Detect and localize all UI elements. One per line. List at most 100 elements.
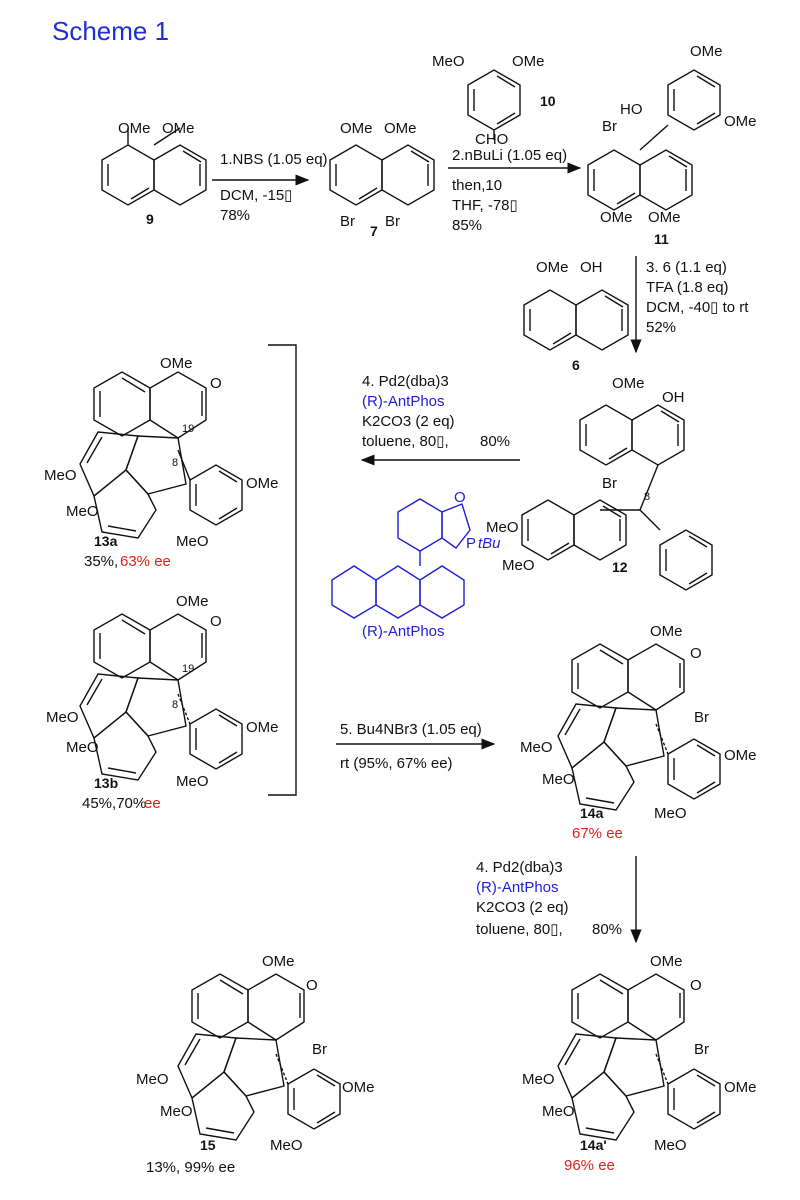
svg-text:OMe: OMe <box>340 120 373 137</box>
svg-text:toluene, 80▯,: toluene, 80▯, <box>362 433 449 450</box>
svg-text:HO: HO <box>620 101 643 118</box>
svg-text:1.NBS (1.05 eq): 1.NBS (1.05 eq) <box>220 151 328 168</box>
svg-text:3. 6 (1.1 eq): 3. 6 (1.1 eq) <box>646 259 727 276</box>
svg-text:DCM, -15▯: DCM, -15▯ <box>220 187 292 204</box>
compound-label-12: 12 <box>612 559 628 575</box>
svg-text:tBu: tBu <box>478 535 501 552</box>
compound-label-11: 11 <box>654 231 669 247</box>
step-4b-conditions: 4. Pd2(dba)3 (R)-AntPhos K2CO3 (2 eq) to… <box>476 859 622 938</box>
step-3-conditions: 3. 6 (1.1 eq) TFA (1.8 eq) DCM, -40▯ to … <box>646 259 749 336</box>
svg-text:MeO: MeO <box>176 773 209 790</box>
svg-text:MeO: MeO <box>46 709 79 726</box>
svg-text:Br: Br <box>602 475 617 492</box>
svg-text:OMe: OMe <box>342 1079 375 1096</box>
svg-text:67% ee: 67% ee <box>572 825 623 842</box>
svg-text:CHO: CHO <box>475 131 508 148</box>
compound-label-13b: 13b <box>94 775 118 791</box>
svg-text:O: O <box>306 977 318 994</box>
compound-13a: OMe O 19 8 MeO MeO OMe MeO 13a 35%, 63% … <box>44 355 279 570</box>
svg-text:Br: Br <box>694 709 709 726</box>
scheme-title: Scheme 1 <box>52 16 169 46</box>
step-4-conditions: 4. Pd2(dba)3 (R)-AntPhos K2CO3 (2 eq) to… <box>362 373 510 450</box>
svg-text:OMe: OMe <box>262 953 295 970</box>
svg-text:35%,: 35%, <box>84 553 118 570</box>
svg-text:8: 8 <box>644 491 650 503</box>
svg-text:O: O <box>690 977 702 994</box>
compound-13b: OMe O 19 8 MeO MeO OMe MeO 13b 45%,70% e… <box>46 593 279 812</box>
svg-text:rt (95%, 67% ee): rt (95%, 67% ee) <box>340 755 453 772</box>
svg-text:8: 8 <box>172 457 178 469</box>
svg-text:OMe: OMe <box>384 120 417 137</box>
svg-text:MeO: MeO <box>136 1071 169 1088</box>
svg-text:then,10: then,10 <box>452 177 502 194</box>
compound-label-14a-prime: 14a' <box>580 1137 607 1153</box>
svg-text:OMe: OMe <box>162 120 195 137</box>
svg-text:19: 19 <box>182 423 194 435</box>
svg-text:45%,70%: 45%,70% <box>82 795 146 812</box>
svg-text:MeO: MeO <box>522 1071 555 1088</box>
svg-text:OMe: OMe <box>246 719 279 736</box>
svg-text:K2CO3 (2 eq): K2CO3 (2 eq) <box>362 413 455 430</box>
svg-text:MeO: MeO <box>270 1137 303 1154</box>
svg-text:MeO: MeO <box>654 1137 687 1154</box>
svg-text:Br: Br <box>602 118 617 135</box>
svg-text:85%: 85% <box>452 217 482 234</box>
svg-text:MeO: MeO <box>44 467 77 484</box>
compound-label-10: 10 <box>540 93 556 109</box>
svg-text:MeO: MeO <box>486 519 519 536</box>
svg-text:OMe: OMe <box>690 43 723 60</box>
compound-label-9: 9 <box>146 211 154 227</box>
svg-text:toluene, 80▯,: toluene, 80▯, <box>476 921 563 938</box>
svg-text:5. Bu4NBr3 (1.05 eq): 5. Bu4NBr3 (1.05 eq) <box>340 721 482 738</box>
svg-text:OMe: OMe <box>512 53 545 70</box>
svg-text:Br: Br <box>385 213 400 230</box>
antphos-ligand: O P tBu (R)-AntPhos <box>331 489 501 640</box>
svg-text:MeO: MeO <box>542 771 575 788</box>
svg-text:2.nBuLi (1.05 eq): 2.nBuLi (1.05 eq) <box>452 147 567 164</box>
svg-text:Br: Br <box>312 1041 327 1058</box>
svg-text:K2CO3 (2 eq): K2CO3 (2 eq) <box>476 899 569 916</box>
svg-text:4. Pd2(dba)3: 4. Pd2(dba)3 <box>476 859 563 876</box>
svg-text:OMe: OMe <box>650 623 683 640</box>
compound-label-7: 7 <box>370 223 378 239</box>
svg-text:OMe: OMe <box>650 953 683 970</box>
svg-text:DCM, -40▯ to rt: DCM, -40▯ to rt <box>646 299 749 316</box>
svg-text:O: O <box>210 613 222 630</box>
svg-text:4. Pd2(dba)3: 4. Pd2(dba)3 <box>362 373 449 390</box>
svg-text:96% ee: 96% ee <box>564 1157 615 1174</box>
svg-text:MeO: MeO <box>66 503 99 520</box>
compound-15: OMe O Br MeO MeO OMe MeO 15 13%, 99% ee <box>136 953 375 1176</box>
svg-text:MeO: MeO <box>542 1103 575 1120</box>
svg-text:MeO: MeO <box>654 805 687 822</box>
svg-text:13%, 99% ee: 13%, 99% ee <box>146 1159 235 1176</box>
svg-text:OMe: OMe <box>160 355 193 372</box>
svg-text:OMe: OMe <box>648 209 681 226</box>
compound-14a: OMe O Br MeO MeO OMe MeO 14a 67% ee <box>520 623 757 842</box>
svg-text:78%: 78% <box>220 207 250 224</box>
svg-text:OMe: OMe <box>118 120 151 137</box>
svg-text:MeO: MeO <box>502 557 535 574</box>
step-5-conditions: 5. Bu4NBr3 (1.05 eq) rt (95%, 67% ee) <box>340 721 482 772</box>
step-1-conditions: 1.NBS (1.05 eq) DCM, -15▯ 78% <box>220 151 328 224</box>
compound-12: OMe OH Br MeO MeO 8 12 <box>486 375 713 591</box>
svg-text:OMe: OMe <box>536 259 569 276</box>
compound-9: OMe OMe 9 <box>101 120 207 227</box>
compound-label-15: 15 <box>200 1137 216 1153</box>
compound-10: MeO OMe CHO 10 <box>432 53 556 148</box>
svg-text:OH: OH <box>580 259 603 276</box>
svg-text:THF, -78▯: THF, -78▯ <box>452 197 518 214</box>
svg-text:63% ee: 63% ee <box>120 553 171 570</box>
bracket <box>268 344 297 796</box>
svg-text:OMe: OMe <box>724 747 757 764</box>
svg-text:(R)-AntPhos: (R)-AntPhos <box>362 393 445 410</box>
svg-text:MeO: MeO <box>432 53 465 70</box>
svg-text:MeO: MeO <box>66 739 99 756</box>
svg-text:ee: ee <box>144 795 161 812</box>
compound-label-6: 6 <box>572 357 580 373</box>
svg-text:O: O <box>690 645 702 662</box>
svg-text:O: O <box>210 375 222 392</box>
svg-text:Br: Br <box>340 213 355 230</box>
step-2-conditions: 2.nBuLi (1.05 eq) then,10 THF, -78▯ 85% <box>452 147 567 234</box>
svg-text:OMe: OMe <box>724 1079 757 1096</box>
